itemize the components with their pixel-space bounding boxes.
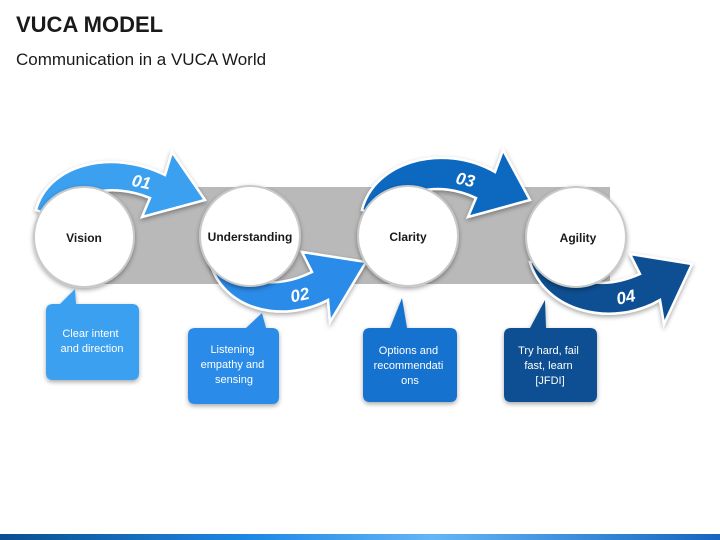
step-node-clarity: Clarity — [357, 185, 459, 287]
step-number-01: 01 — [130, 171, 152, 194]
page-title: VUCA MODEL — [16, 12, 164, 37]
step-node-understanding: Understanding — [199, 185, 301, 287]
step-number-04: 04 — [615, 286, 638, 309]
page-subtitle: Communication in a VUCA World — [16, 50, 267, 69]
callout-understanding — [188, 313, 279, 404]
step-node-vision: Vision — [33, 186, 135, 288]
callout-text-understanding: Listening empathy and sensing — [201, 344, 268, 386]
step-label-vision: Vision — [66, 231, 102, 245]
callout-agility — [504, 300, 597, 402]
step-label-clarity: Clarity — [389, 230, 427, 244]
step-node-agility: Agility — [525, 186, 627, 288]
callout-text-vision: Clear intent and direction — [61, 328, 124, 355]
step-number-03: 03 — [454, 169, 477, 192]
callout-text-clarity: Options and recommendati ons — [374, 345, 447, 387]
callout-vision — [46, 289, 139, 380]
callout-clarity — [363, 298, 457, 402]
callout-text-agility: Try hard, fail fast, learn [JFDI] — [518, 345, 582, 387]
footer-accent-bar — [0, 534, 720, 540]
step-label-understanding: Understanding — [208, 230, 293, 244]
step-label-agility: Agility — [560, 231, 597, 245]
step-number-02: 02 — [289, 284, 312, 307]
